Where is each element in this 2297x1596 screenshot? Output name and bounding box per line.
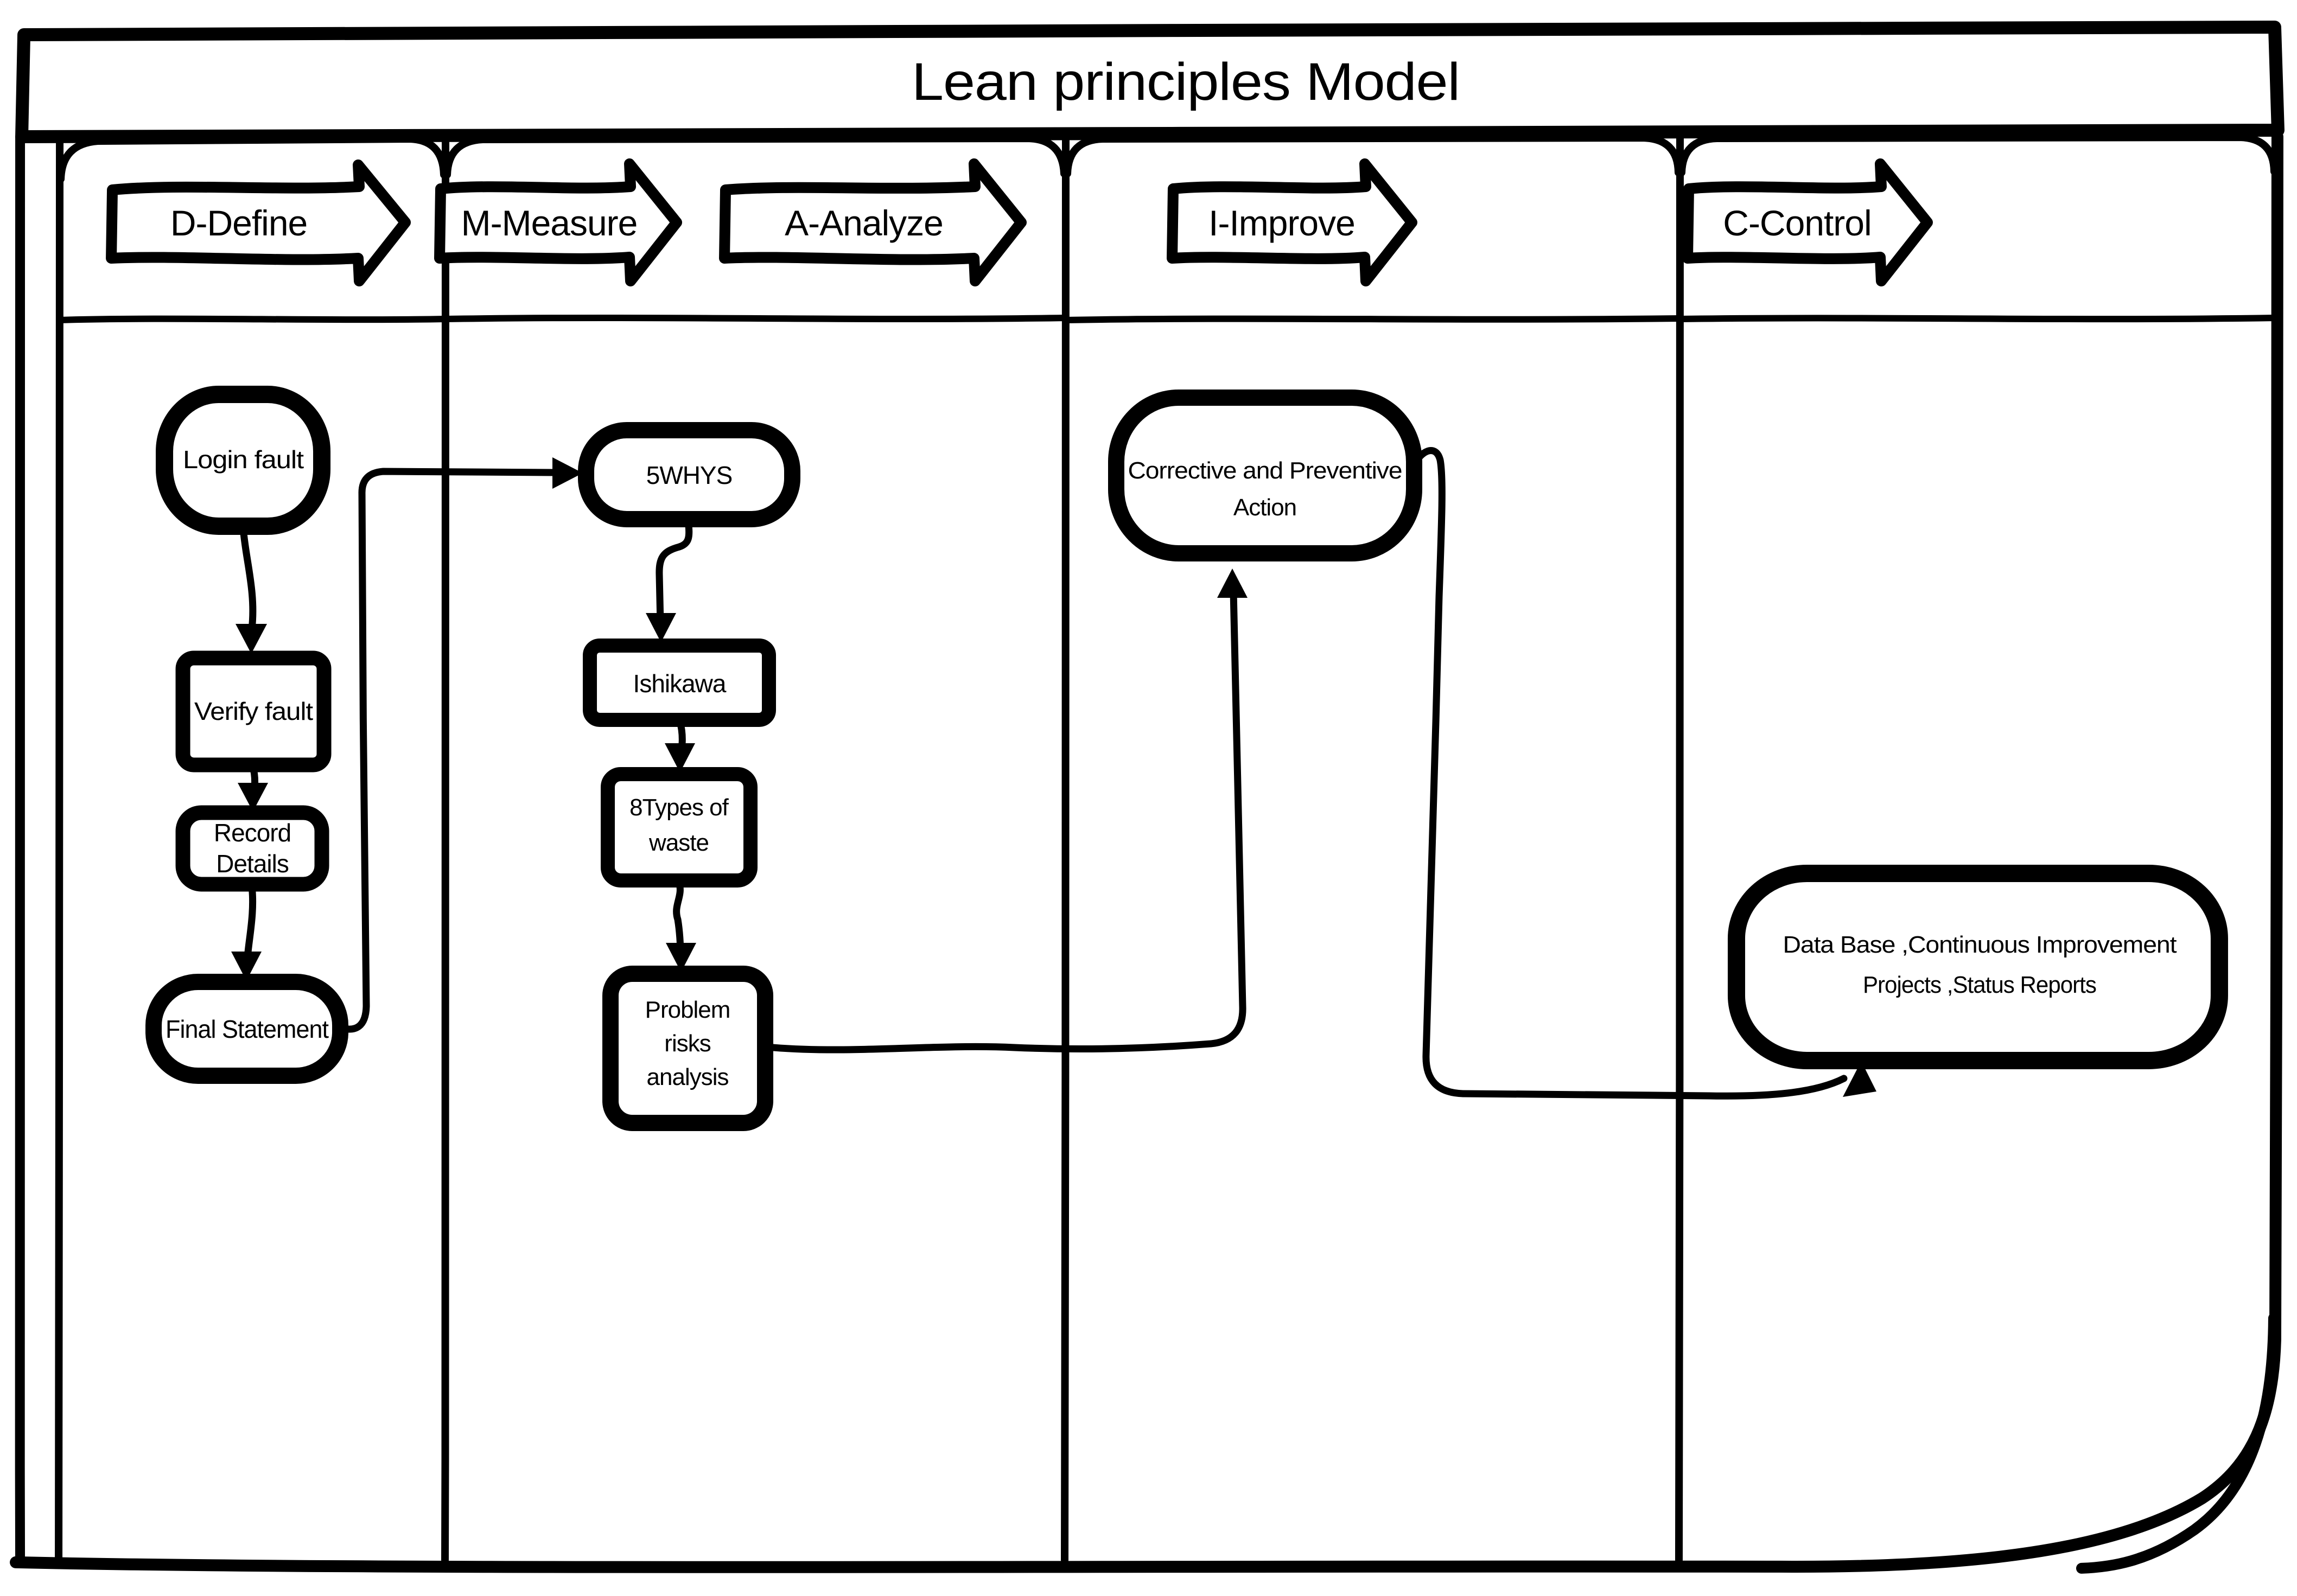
phase-label: I-Improve — [1208, 203, 1355, 243]
arrowhead-up-right-icon — [1842, 1061, 1876, 1097]
lane-divider-analyze-improve — [1061, 131, 1070, 1564]
node-label: Login fault — [183, 445, 304, 474]
page-curl — [2076, 1312, 2279, 1574]
node-final-statement: Final Statement — [145, 973, 349, 1084]
block-arrow-icon — [106, 159, 411, 286]
node-label: Record — [214, 819, 291, 847]
node-record-details: Record Details — [175, 805, 329, 892]
header-separator-define — [56, 315, 449, 323]
arrowhead-down-icon — [236, 623, 268, 654]
process-shape — [601, 767, 758, 888]
node-verify-fault: Verify fault — [175, 650, 332, 773]
phase-label: A-Analyze — [785, 203, 943, 243]
terminator-shape — [1727, 864, 2228, 1069]
page-title: Lean principles Model — [912, 52, 1460, 111]
node-label: 5WHYS — [646, 461, 733, 489]
node-label: waste — [648, 829, 709, 856]
edge-5whys-to-ishikawa — [656, 517, 693, 628]
block-arrow-icon — [719, 158, 1027, 286]
lane-top-improve — [1064, 133, 1682, 177]
edge-problem-to-capa — [763, 588, 1246, 1054]
process-shape — [602, 965, 774, 1131]
arrowhead-down-icon — [646, 612, 677, 642]
terminator-shape — [145, 973, 349, 1084]
node-label: Details — [216, 850, 289, 878]
process-shape — [175, 650, 332, 773]
process-shape — [175, 805, 329, 892]
node-label: 8Types of — [629, 794, 729, 821]
edge-capa-to-database — [1411, 447, 1848, 1100]
edge-login-to-verify — [239, 524, 257, 633]
header-separator-measure-analyze — [443, 314, 1069, 322]
arrowhead-down-icon — [231, 951, 262, 981]
phase-label: C-Control — [1723, 203, 1871, 243]
lane-divider-improve-control — [1675, 131, 1684, 1564]
node-label: risks — [664, 1030, 710, 1057]
node-login-fault: Login fault — [156, 385, 331, 535]
arrowhead-down-icon — [666, 942, 697, 972]
lane-top-measure-analyze — [443, 134, 1068, 178]
lane-divider-define-measure — [441, 131, 450, 1564]
node-label: Ishikawa — [633, 669, 727, 698]
swimlane-frame — [10, 20, 2285, 1574]
arrowhead-down-icon — [238, 782, 269, 812]
node-label: Final Statement — [166, 1015, 329, 1043]
phase-arrow-control: C-Control — [1682, 158, 1933, 286]
phase-label: M-Measure — [461, 203, 638, 243]
phase-arrow-define: D-Define — [106, 159, 411, 286]
node-label: Problem — [645, 997, 730, 1023]
phase-arrow-analyze: A-Analyze — [719, 158, 1027, 286]
phase-arrow-improve: I-Improve — [1166, 158, 1417, 286]
node-problem-risks-analysis: Problem risks analysis — [602, 965, 774, 1131]
node-corrective-preventive-action: Corrective and Preventive Action — [1108, 389, 1422, 561]
node-label: Projects ,Status Reports — [1863, 972, 2096, 998]
node-ishikawa: Ishikawa — [583, 638, 777, 727]
header-separator-control — [1677, 314, 2278, 323]
process-shape — [583, 638, 777, 727]
node-label: Corrective and Preventive — [1128, 457, 1402, 484]
phase-arrow-measure: M-Measure — [434, 158, 683, 286]
terminator-shape — [156, 385, 331, 535]
terminator-shape — [578, 422, 801, 527]
lane-top-define — [57, 135, 448, 183]
lane-top-control — [1677, 133, 2278, 176]
node-label: Verify fault — [194, 697, 313, 725]
terminator-shape — [1108, 389, 1422, 561]
node-label: analysis — [647, 1064, 729, 1090]
outer-left-border — [13, 131, 26, 1566]
title-band — [15, 20, 2285, 143]
arrowhead-down-icon — [665, 743, 696, 773]
block-arrow-icon — [1166, 158, 1417, 286]
node-label: Data Base ,Continuous Improvement — [1783, 931, 2177, 958]
arrowhead-right-icon — [552, 457, 583, 489]
header-separator-improve — [1063, 315, 1683, 323]
node-database-reports: Data Base ,Continuous Improvement Projec… — [1727, 864, 2228, 1069]
phase-label: D-Define — [170, 203, 307, 243]
edge-final-to-5whys — [338, 468, 557, 1033]
node-8types-of-waste: 8Types of waste — [601, 767, 758, 888]
node-label: Action — [1233, 494, 1296, 521]
lane-left-edge — [55, 132, 64, 1564]
arrowhead-up-icon — [1217, 568, 1248, 598]
node-5whys: 5WHYS — [578, 422, 801, 527]
outer-bottom-right-border — [10, 130, 2283, 1573]
block-arrow-icon — [1682, 158, 1933, 286]
connectors — [231, 447, 1876, 1100]
block-arrow-icon — [434, 158, 683, 286]
